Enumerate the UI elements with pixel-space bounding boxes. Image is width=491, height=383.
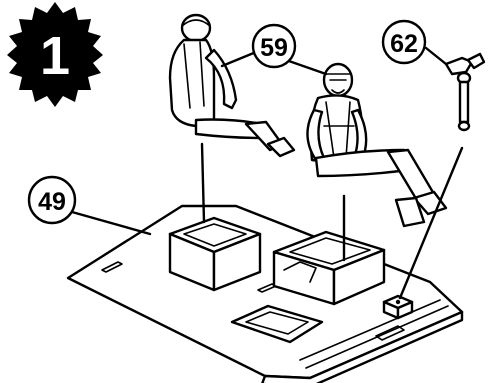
- callout-leader-49: [72, 212, 150, 234]
- callout-leader-62: [426, 48, 446, 64]
- control-stick-icon: [446, 54, 484, 130]
- callout-59: 59: [253, 25, 295, 67]
- callout-62: 62: [383, 21, 425, 63]
- callout-49: 49: [29, 177, 75, 223]
- step-badge: 1: [7, 2, 103, 107]
- step-number: 1: [40, 26, 70, 86]
- cockpit-floor-icon: [68, 206, 462, 383]
- callout-label-49: 49: [38, 188, 66, 216]
- callout-label-62: 62: [390, 30, 418, 58]
- callout-leader-59-a: [222, 52, 256, 66]
- stick-socket: [384, 296, 412, 318]
- callout-leader-59-b: [286, 60, 326, 74]
- seated-figure-icon: [307, 64, 446, 226]
- callout-label-59: 59: [260, 34, 288, 62]
